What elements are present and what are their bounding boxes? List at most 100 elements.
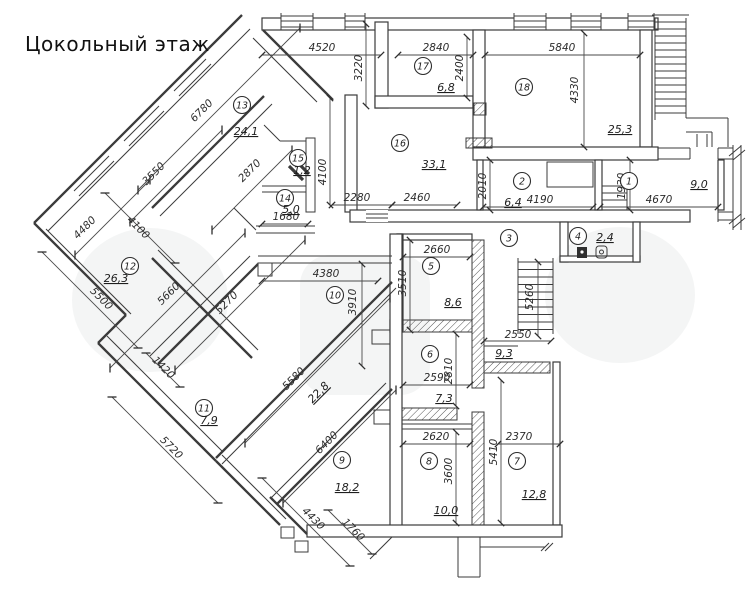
- break-mark-icon: [728, 213, 746, 229]
- room-badge-5: 5: [421, 256, 441, 276]
- area-room-16: 33,1: [422, 158, 447, 171]
- room-badge-10: 10: [325, 285, 345, 305]
- dim-4380: 4380: [313, 268, 340, 280]
- svg-text:15: 15: [292, 154, 304, 165]
- area-room-4: 2,4: [596, 231, 614, 244]
- dim-2870: 2870: [236, 157, 264, 185]
- svg-text:9: 9: [339, 456, 345, 467]
- staircase-top-right: [652, 14, 729, 147]
- svg-text:6: 6: [427, 350, 433, 361]
- area-room-9: 18,2: [335, 481, 360, 494]
- walls-orthogonal: [261, 13, 746, 578]
- window-icons-top: [280, 13, 655, 30]
- dim-4100-vert: 4100: [317, 158, 329, 185]
- walls-diagonal: [33, 14, 397, 553]
- room-badge-7: 7: [507, 451, 527, 471]
- dim-2810: 2810: [443, 357, 455, 384]
- area-room-17: 6,8: [437, 81, 455, 94]
- dim-1680: 1680: [273, 211, 300, 223]
- area-room-11: 7,9: [200, 414, 218, 427]
- room-badge-1: 1: [619, 171, 639, 191]
- dim-3220: 3220: [353, 54, 365, 81]
- dim-3910: 3910: [347, 288, 359, 315]
- staircase-middle: [484, 258, 554, 347]
- dim-2370: 2370: [506, 431, 533, 443]
- room-badge-12: 12: [120, 256, 140, 276]
- room-badge-8: 8: [419, 451, 439, 471]
- svg-text:7: 7: [514, 457, 520, 468]
- svg-text:3: 3: [506, 234, 512, 245]
- room-badge-14: 14: [275, 188, 295, 208]
- dim-5840: 5840: [549, 42, 576, 54]
- dim-4520: 4520: [309, 42, 336, 54]
- svg-text:16: 16: [394, 139, 406, 150]
- page-title: Цокольный этаж: [25, 32, 210, 56]
- room-badge-11: 11: [194, 398, 214, 418]
- room-badge-16: 16: [390, 133, 410, 153]
- area-room-6: 7,3: [435, 392, 453, 405]
- area-room-13: 24,1: [234, 125, 259, 138]
- dim-4670: 4670: [646, 194, 673, 206]
- area-room-12: 26,3: [104, 272, 129, 285]
- room-badge-18: 18: [514, 77, 534, 97]
- dim-2280: 2280: [344, 192, 371, 204]
- entrance-porch: [369, 536, 554, 578]
- svg-text:8: 8: [426, 457, 432, 468]
- dim-4330: 4330: [569, 76, 581, 103]
- svg-text:14: 14: [279, 194, 291, 205]
- area-labels: 9,0 6,4 2,4 8,6 7,3 12,8 10,0 18,2 22,8 …: [104, 81, 708, 517]
- dim-2460: 2460: [404, 192, 431, 204]
- washbasin-icon: [595, 245, 608, 259]
- area-room-15: 1,2: [293, 164, 311, 177]
- dim-3600: 3600: [443, 457, 455, 484]
- dim-2590: 2590: [424, 372, 451, 384]
- dim-3510: 3510: [397, 269, 409, 296]
- dim-5410: 5410: [488, 438, 500, 465]
- svg-text:18: 18: [518, 83, 530, 94]
- dim-2550: 2550: [505, 329, 532, 341]
- door-hatch-icon: [287, 164, 305, 182]
- svg-text:12: 12: [124, 262, 136, 273]
- room-badge-3: 3: [499, 228, 519, 248]
- room-badge-17: 17: [413, 56, 433, 76]
- area-room-7: 12,8: [522, 488, 547, 501]
- svg-text:4: 4: [575, 232, 581, 243]
- dim-4480: 4480: [71, 214, 99, 242]
- svg-text:13: 13: [236, 101, 248, 112]
- porch-step: [294, 540, 309, 553]
- break-mark-icon: [540, 542, 554, 552]
- area-room-18: 25,3: [608, 123, 633, 136]
- area-room-14: 5,0: [282, 203, 300, 216]
- dim-2400: 2400: [454, 54, 466, 81]
- svg-text:11: 11: [198, 404, 210, 415]
- dimension-lines: [37, 20, 722, 567]
- room-badge-15: 15: [288, 148, 308, 168]
- svg-text:17: 17: [417, 62, 429, 73]
- room-badge-13: 13: [232, 95, 252, 115]
- dim-2620: 2620: [423, 431, 450, 443]
- dim-2010: 2010: [477, 172, 489, 199]
- dim-6780: 6780: [188, 97, 216, 125]
- room-badge-4: 4: [568, 226, 588, 246]
- dim-2840: 2840: [423, 42, 450, 54]
- area-corridor: 9,3: [495, 347, 513, 360]
- area-room-2: 6,4: [504, 196, 522, 209]
- svg-text:10: 10: [329, 291, 341, 302]
- room-badge-2: 2: [512, 171, 532, 191]
- room-badges: 1 2 3 4 5 6 7 8 9 10 11 12 13 14 15 16 1…: [120, 56, 639, 471]
- area-room-1: 9,0: [690, 178, 708, 191]
- svg-text:5: 5: [428, 262, 434, 273]
- dim-5720: 5720: [157, 434, 185, 462]
- break-mark-icon: [728, 145, 746, 161]
- area-room-8: 10,0: [434, 504, 459, 517]
- svg-text:2: 2: [519, 177, 525, 188]
- svg-text:1: 1: [626, 177, 632, 188]
- porch-step: [280, 526, 295, 539]
- area-room-5: 8,6: [444, 296, 462, 309]
- dim-4190: 4190: [527, 194, 554, 206]
- room-badge-9: 9: [332, 450, 352, 470]
- room-badge-6: 6: [420, 344, 440, 364]
- dim-5260: 5260: [524, 283, 536, 310]
